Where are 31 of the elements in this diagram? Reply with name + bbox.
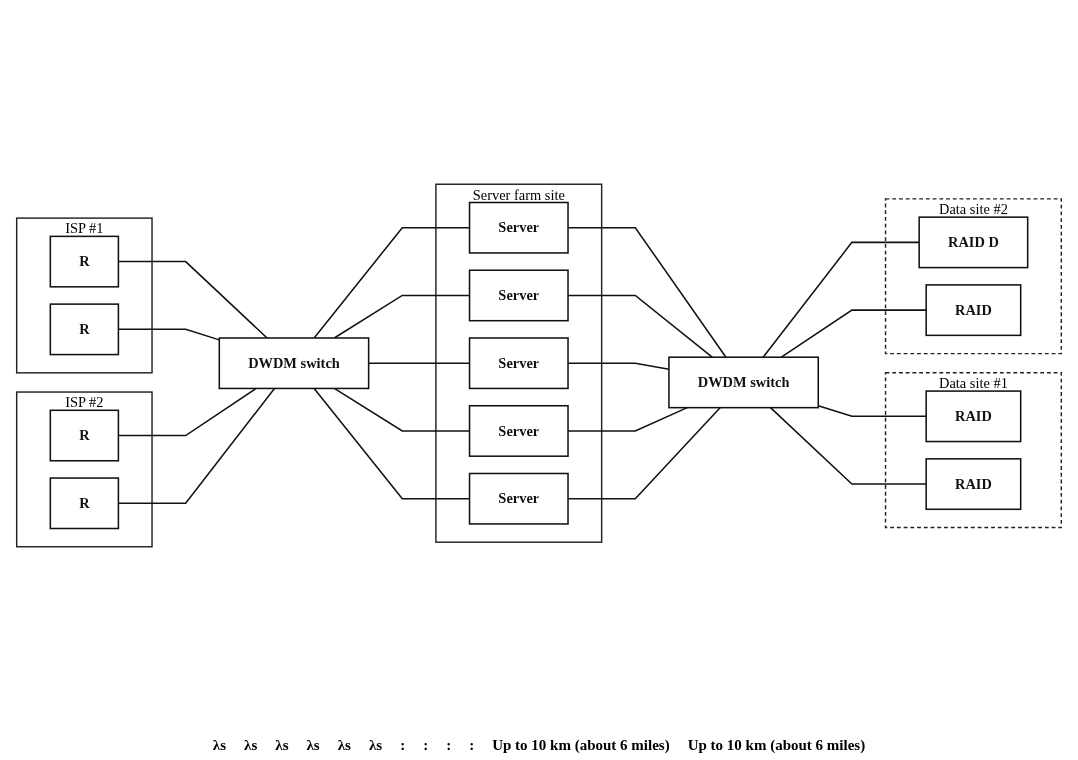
annotation-label: λs [337,737,351,754]
connector [817,405,927,418]
node-box: R [49,235,120,288]
node-box: Server [468,472,569,525]
connector [762,241,920,358]
node-box: RAID D [918,216,1029,269]
annotation-label: Up to 10 km (about 6 miles) [687,737,866,754]
annotation-label: : [400,737,406,754]
connector [769,406,927,485]
connector [780,309,927,358]
node-box: Server [468,269,569,322]
annotation-label: λs [306,737,320,754]
node-box: DWDM switch [218,337,370,390]
node-box: Server [468,337,569,390]
annotation-label: λs [244,737,258,754]
annotation-label: λs [275,737,289,754]
annotation-label: : [423,737,429,754]
node-box: RAID [925,284,1022,337]
node-box: DWDM switch [668,356,820,409]
annotation-label: : [469,737,475,754]
node-box: R [49,303,120,356]
annotation-label: Up to 10 km (about 6 miles) [492,737,670,754]
node-box: R [49,409,120,462]
annotation-label: : [446,737,452,754]
annotation-label: λs [212,737,227,754]
annotation-label: λs [368,737,383,754]
node-box: Server [468,404,569,457]
node-box: RAID [925,390,1022,443]
node-box: RAID [925,458,1022,511]
node-box: Server [468,201,569,254]
node-box: R [49,477,120,530]
